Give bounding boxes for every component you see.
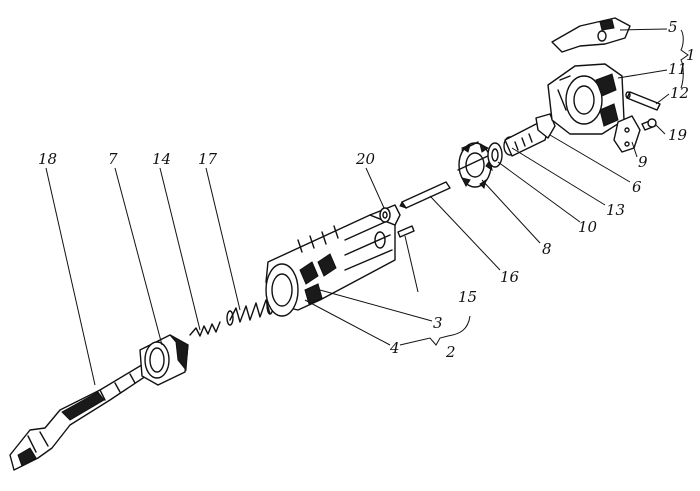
label-4: 4 <box>389 339 400 357</box>
part-labels: 18 7 14 17 20 15 3 4 2 16 8 10 13 6 9 19… <box>38 18 696 361</box>
part-12-pin <box>625 91 661 111</box>
label-13: 13 <box>606 201 625 219</box>
label-8: 8 <box>542 240 552 258</box>
label-14: 14 <box>152 150 171 168</box>
part-6-bolt <box>504 113 556 157</box>
label-12: 12 <box>670 84 689 102</box>
label-5: 5 <box>668 18 678 36</box>
part-17-coil-spring <box>226 295 274 326</box>
part-15-small-pin <box>397 225 415 238</box>
label-9: 9 <box>638 153 648 171</box>
label-2: 2 <box>445 343 456 361</box>
part-3-4-drive-housing <box>265 204 401 317</box>
part-19-screw <box>641 118 657 131</box>
part-14-small-spring <box>189 321 221 337</box>
label-19: 19 <box>668 126 688 144</box>
label-3: 3 <box>433 314 443 332</box>
leader-lines <box>45 28 689 386</box>
part-5-lever <box>551 17 631 53</box>
label-18: 18 <box>38 150 57 168</box>
part-16-long-pin <box>399 181 451 209</box>
part-8-pinion-gear <box>457 141 493 189</box>
label-10: 10 <box>578 218 598 236</box>
label-20: 20 <box>355 150 376 168</box>
label-1: 1 <box>686 46 696 64</box>
part-20-washer <box>379 207 391 223</box>
label-15: 15 <box>458 288 477 306</box>
part-11-frame <box>547 63 625 135</box>
part-18-splined-shaft <box>9 359 159 471</box>
part-7-clutch-ring <box>139 334 189 386</box>
label-6: 6 <box>632 178 642 196</box>
label-11: 11 <box>668 60 687 78</box>
label-17: 17 <box>198 150 218 168</box>
label-16: 16 <box>500 268 520 286</box>
part-9-plate <box>613 115 641 153</box>
label-7: 7 <box>108 150 118 168</box>
